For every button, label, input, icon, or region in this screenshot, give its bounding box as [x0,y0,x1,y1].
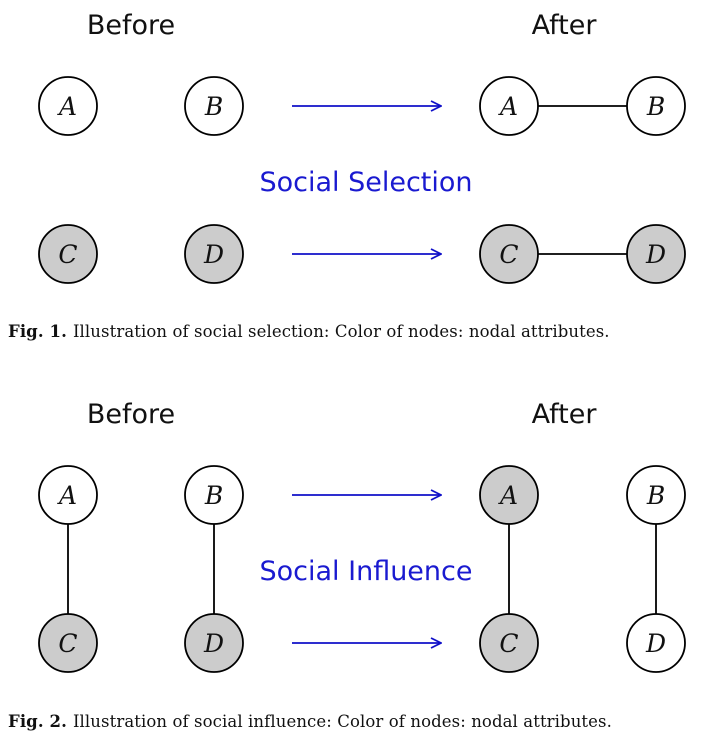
figure-2-after-node-c [479,613,539,673]
figure-2-caption: Fig. 2. Illustration of social influence:… [8,712,718,731]
figure-1-before-node-c [38,224,98,284]
figure-2-caption-number: Fig. 2. [8,712,67,731]
figure-1-after-node-b-label: B [646,92,665,121]
figure-2-before-heading: Before [87,399,175,430]
figure-1-caption-number: Fig. 1. [8,322,67,341]
figure-1-caption-text: Illustration of social selection: Color … [72,322,610,341]
figure-2-after-node-a-label: A [498,481,518,510]
figure-1-after-node-a [479,76,539,136]
figure-2-before-node-a-label: A [57,481,77,510]
figure-2-caption-text: Illustration of social influence: Color … [72,712,612,731]
figure-1-before-node-a [38,76,98,136]
figure-2-after-node-d-label: D [645,629,666,658]
figure-1-before-node-b-label: B [204,92,223,121]
figure-2-before-node-b-label: B [204,481,223,510]
figure-1-before-heading: Before [87,10,175,41]
figure-2-after-node-b [626,465,686,525]
figure-1-caption: Fig. 1. Illustration of social selection:… [8,322,718,341]
figure-2-after-node-b-label: B [646,481,665,510]
figure-1-after-node-d [626,224,686,284]
figure-2-after-node-a [479,465,539,525]
figure-2-before-node-d [184,613,244,673]
figure-1-after-heading: After [532,10,598,41]
figure-2-before-node-c-label: C [58,629,77,658]
figure-2-process-label: Social Influence [259,556,472,587]
figure-1-after-node-a-label: A [498,92,518,121]
figure-2-before-node-b [184,465,244,525]
figure-2-before-node-c [38,613,98,673]
figure-1-before-node-b [184,76,244,136]
figure-1-after-node-b [626,76,686,136]
figure-2-after-node-d [626,613,686,673]
figure-1-before-node-c-label: C [58,240,77,269]
figure-1-after-node-c-label: C [499,240,518,269]
figure-1-after-node-c [479,224,539,284]
figure-2-after-node-c-label: C [499,629,518,658]
figure-1-before-node-d [184,224,244,284]
figure-1-before-node-d-label: D [203,240,224,269]
figure-2-before-node-d-label: D [203,629,224,658]
figure-1-before-node-a-label: A [57,92,77,121]
figure-1-process-label: Social Selection [259,167,472,198]
figure-2-after-heading: After [532,399,598,430]
figure-2-before-node-a [38,465,98,525]
figure-1-after-node-d-label: D [645,240,666,269]
